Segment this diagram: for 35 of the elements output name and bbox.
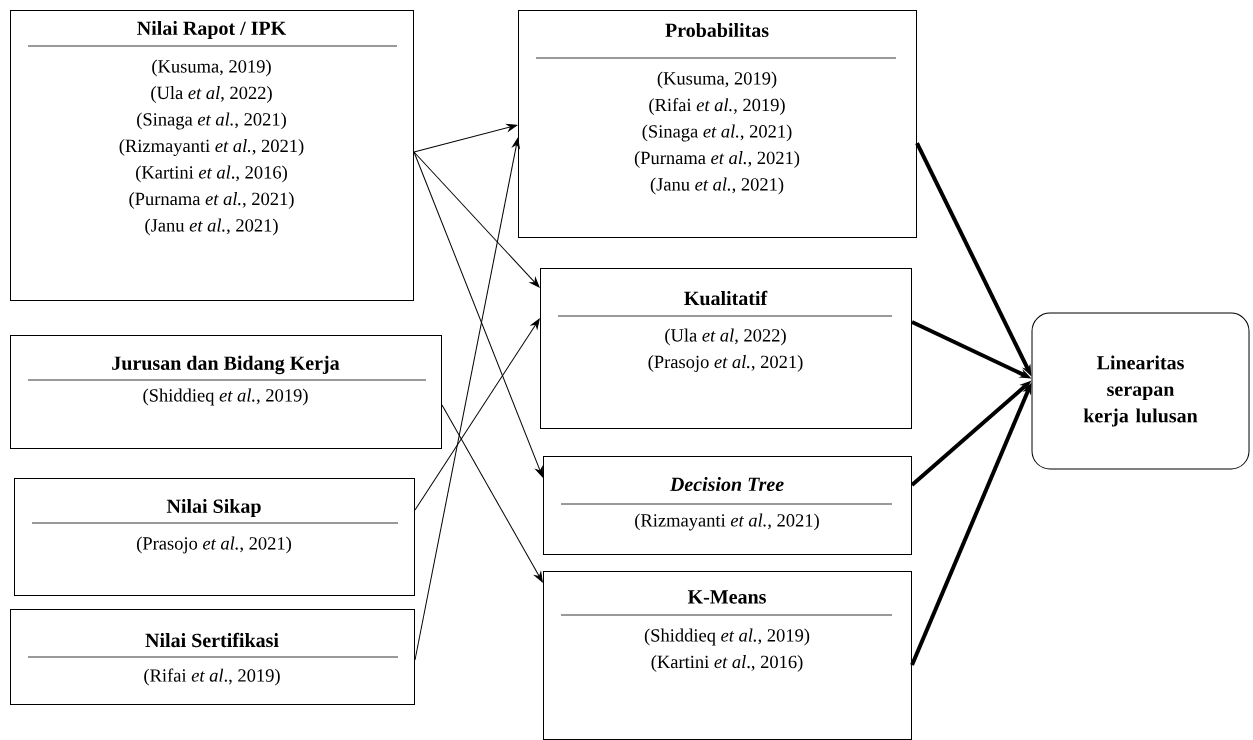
citation: (Shiddieq et al., 2019) (644, 628, 810, 646)
box-heading: Jurusan dan Bidang Kerja (112, 355, 340, 375)
citation: (Shiddieq et al., 2019) (143, 388, 308, 406)
citation: (Kusuma, 2019) (657, 71, 777, 89)
citation: (Prasojo et al., 2021) (137, 536, 291, 554)
citation: (Kartini et al., 2016) (136, 165, 287, 183)
citation: (Kusuma, 2019) (152, 59, 271, 77)
box-heading: Nilai Rapot / IPK (137, 20, 287, 40)
box-heading: K-Means (687, 590, 766, 604)
arrow (414, 137, 520, 661)
citation: (Janu et al., 2021) (145, 218, 278, 236)
citation: (Purnama et al., 2021) (129, 192, 294, 209)
citation: (Rifai et al., 2019) (649, 98, 785, 115)
citation: (Purnama et al., 2021) (634, 151, 800, 168)
citation: (Ula et al, 2022) (151, 86, 272, 103)
citation: (Rifai et al., 2019) (144, 668, 280, 686)
citation: (Rizmayanti et al., 2021) (635, 513, 819, 531)
citation: (Rizmayanti et al., 2021) (119, 139, 304, 156)
arrow (413, 123, 518, 153)
box-heading: Decision Tree (669, 476, 784, 492)
citation: (Prasojo et al., 2021) (648, 355, 803, 372)
citation: (Sinaga et al., 2021) (137, 112, 286, 130)
citation: (Janu et al., 2021) (650, 177, 784, 195)
citation: (Sinaga et al., 2021) (642, 124, 792, 142)
outcome-box: Linearitas serapan kerja lulusan (1031, 312, 1250, 470)
box-heading: Nilai Sertifikasi (145, 632, 279, 648)
citation: (Kartini et al., 2016) (651, 655, 803, 672)
citation: (Ula et al, 2022) (665, 328, 786, 346)
arrow (413, 151, 543, 478)
arrow (441, 404, 543, 583)
arrow (413, 151, 540, 288)
box-heading: Probabilitas (665, 22, 769, 38)
arrow (414, 318, 540, 511)
box-heading: Nilai Sikap (166, 498, 261, 518)
box-heading: Kualitatif (684, 290, 768, 306)
